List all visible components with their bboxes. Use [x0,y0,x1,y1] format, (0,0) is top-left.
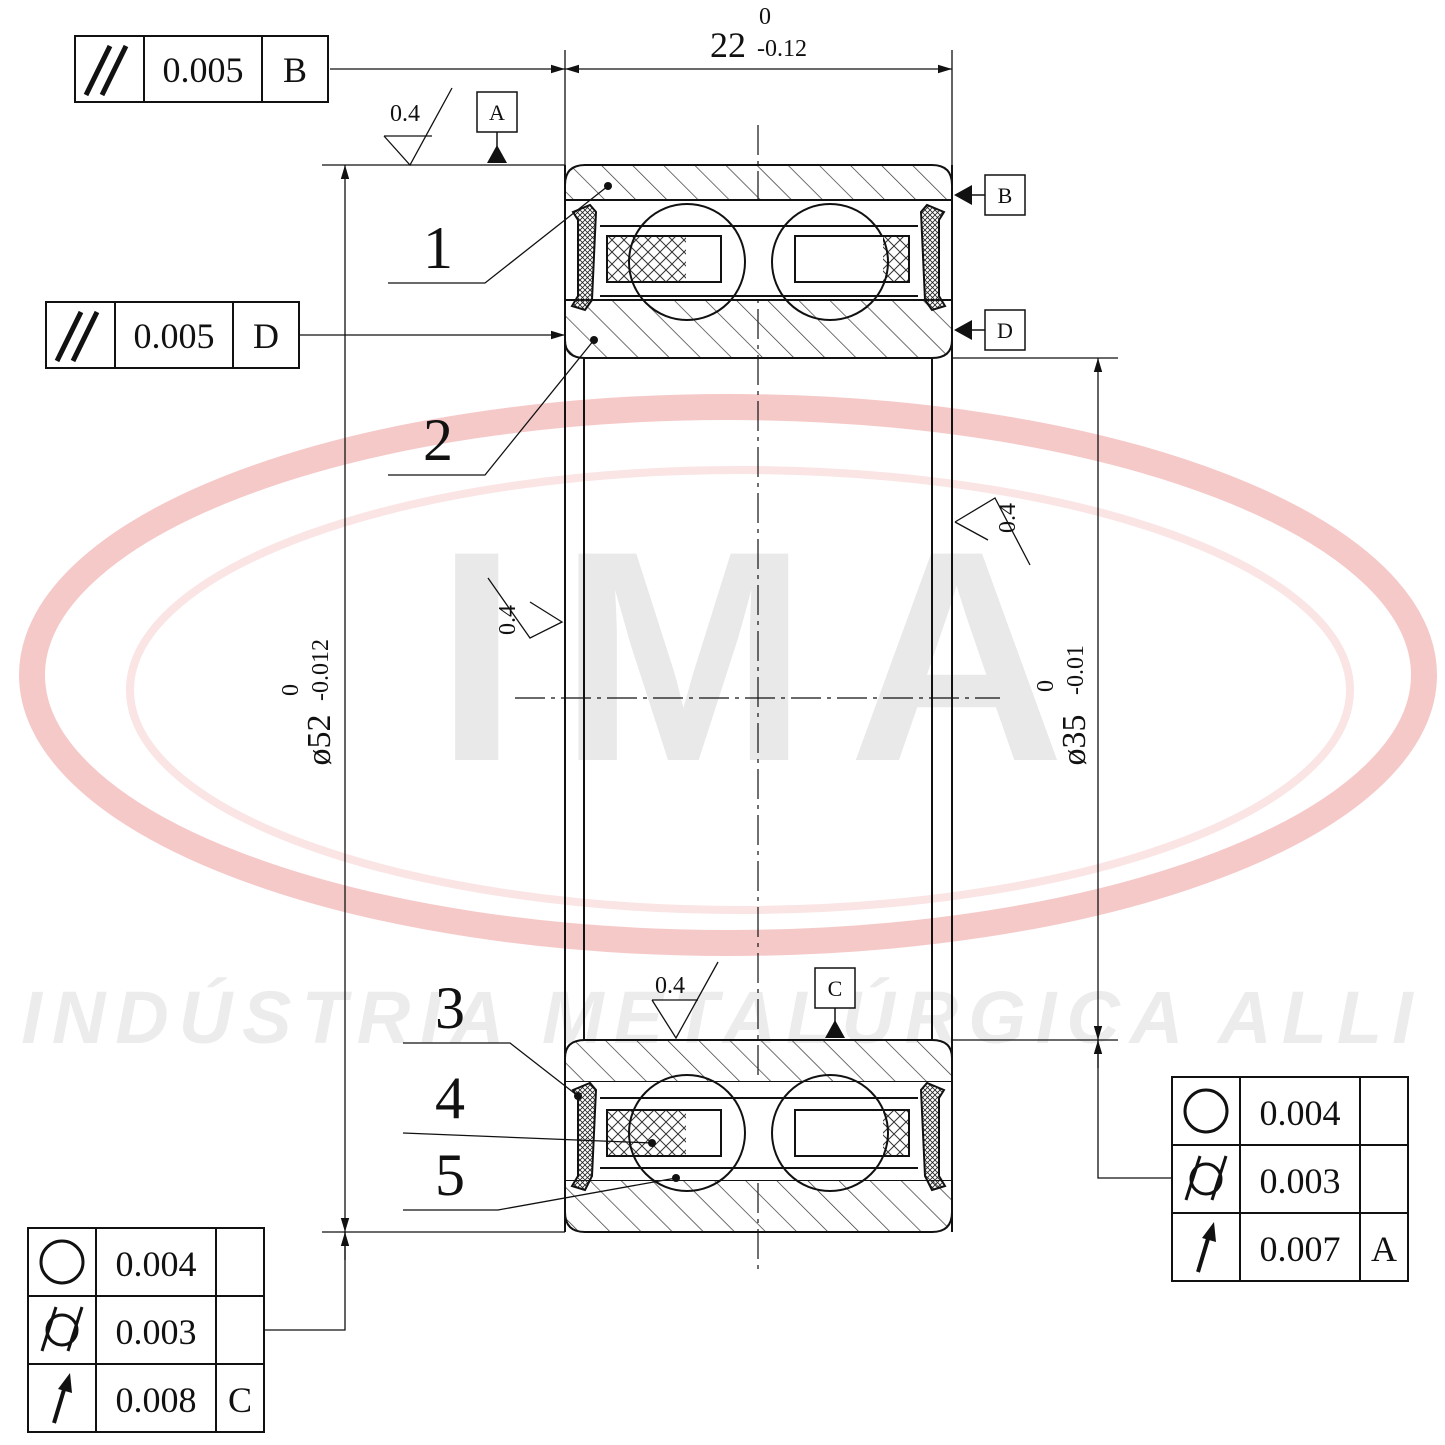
width-lower-dev: -0.12 [757,36,807,62]
cylindricity-icon [1184,1155,1228,1201]
fcf-right-value-1: 0.004 [1260,1093,1341,1133]
roundness-icon [39,1239,85,1285]
roughness-top: 0.4 [383,87,453,167]
watermark-ring [19,394,1437,956]
outer-dia-lower-dev: -0.012 [308,639,334,701]
inner-dia-upper-dev: 0 [1033,680,1059,692]
part-label-2: 2 [423,407,453,473]
circular-runout-icon [52,1373,72,1424]
outer-diameter-dimension: ø52 0 -0.012 [278,639,338,766]
datum-c-label: C [828,976,843,1001]
watermark-logo-text: IMA [435,488,1105,824]
fcf-d-value: 0.005 [134,316,215,356]
fcf-left: 0.004 0.003 0.008 C [27,1227,265,1433]
datum-a-label: A [489,100,505,125]
part-label-1: 1 [423,215,453,281]
roughness-top-value: 0.4 [390,101,420,127]
inner-dia-nominal: ø35 [1056,715,1093,766]
datum-b: B [954,174,1026,216]
watermark-ring-inner [126,466,1354,914]
roughness-outer-value: 0.4 [995,503,1021,533]
roughness-bore-left: 0.4 [487,577,564,639]
fcf-left-value-1: 0.004 [116,1244,197,1284]
cylindricity-icon [40,1306,84,1352]
fcf-d-datum: D [253,316,279,356]
parallelism-icon [54,310,100,363]
datum-b-label: B [998,183,1013,208]
fcf-left-value-2: 0.003 [116,1312,197,1352]
roughness-outer: 0.4 [954,497,1031,566]
width-dimension: 22 0 -0.12 [710,4,807,65]
part-leader-dots [574,182,680,1182]
fcf-right-datum-3: A [1371,1229,1397,1269]
width-upper-dev: 0 [759,4,771,30]
fcf-right: 0.004 0.003 0.007 A [1171,1076,1409,1282]
roundness-icon [1183,1088,1229,1134]
part-label-3: 3 [435,975,465,1041]
fcf-left-datum-3: C [228,1380,252,1420]
watermark: IMA INDÚSTRIA METALÚRGICA ALLI [19,394,1437,1059]
parallelism-icon [83,44,129,97]
outer-dia-nominal: ø52 [301,715,338,766]
dimension-lines [265,50,1172,1331]
datum-d-label: D [997,318,1013,343]
circular-runout-icon [1196,1222,1216,1273]
fcf-parallelism-b: 0.005 B [74,35,329,103]
inner-diameter-dimension: ø35 0 -0.01 [1033,645,1093,766]
width-nominal: 22 [710,25,746,65]
fcf-right-value-3: 0.007 [1260,1229,1341,1269]
fcf-parallelism-d: 0.005 D [45,301,300,369]
bottom-section [564,1039,953,1233]
part-label-5: 5 [435,1142,465,1208]
fcf-b-datum: B [283,50,307,90]
fcf-b-value: 0.005 [163,50,244,90]
roughness-bore-bottom: 0.4 [651,961,719,1040]
part-labels: 1 2 3 4 5 [423,215,465,1208]
inner-dia-lower-dev: -0.01 [1063,645,1089,695]
outer-dia-upper-dev: 0 [278,684,304,696]
roughness-bore-bottom-value: 0.4 [655,973,685,999]
part-leaders [388,185,677,1211]
roughness-symbols: 0.4 0.4 0.4 0.4 [383,87,1031,1040]
top-section [564,164,953,359]
part-label-4: 4 [435,1065,465,1131]
roughness-bore-left-value: 0.4 [495,605,521,635]
datum-a: A [476,91,518,163]
fcf-right-value-2: 0.003 [1260,1161,1341,1201]
datum-c: C [814,967,856,1038]
bearing-section [564,164,953,1233]
fcf-left-value-3: 0.008 [116,1380,197,1420]
datum-d: D [954,309,1026,351]
